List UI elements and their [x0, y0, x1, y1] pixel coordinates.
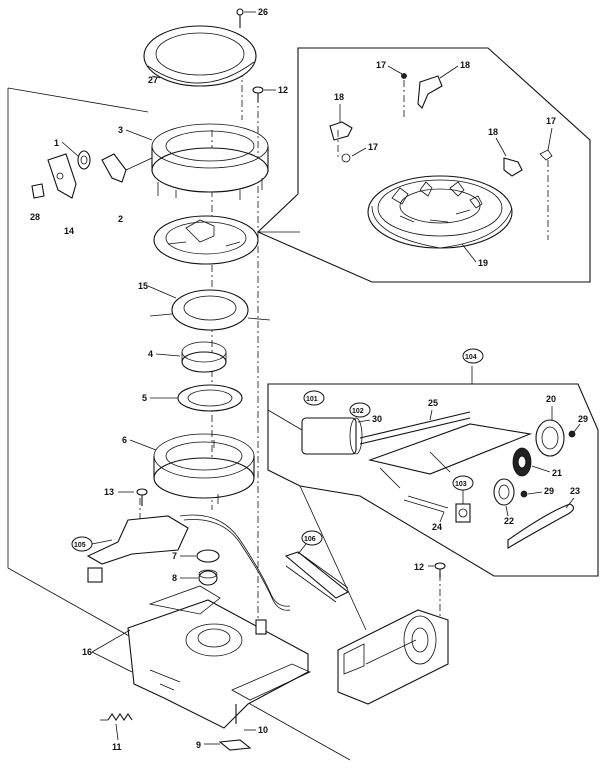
label-103: 103 [455, 481, 467, 488]
label-29b: 29 [544, 486, 554, 496]
part-13-screw [136, 488, 148, 506]
label-25: 25 [428, 398, 438, 408]
label-101: 101 [306, 396, 318, 403]
label-1: 1 [54, 138, 59, 148]
part-27-ring [143, 25, 257, 87]
label-18c: 18 [488, 127, 498, 137]
part-3-upper-drum [151, 123, 269, 200]
label-105: 105 [74, 542, 86, 549]
bubble-104 [462, 348, 484, 364]
part-4-bearing [181, 341, 227, 373]
label-6: 6 [122, 435, 127, 445]
label-7: 7 [172, 551, 177, 561]
inset-drive-detail [267, 383, 599, 577]
left-small-parts [31, 150, 153, 199]
label-28: 28 [30, 212, 40, 222]
label-18b: 18 [334, 92, 344, 102]
label-17a: 17 [376, 60, 386, 70]
label-106: 106 [304, 536, 316, 543]
label-17c: 17 [546, 116, 556, 126]
label-20: 20 [546, 394, 556, 404]
label-5: 5 [142, 393, 147, 403]
label-26: 26 [258, 7, 268, 17]
label-18a: 18 [460, 60, 470, 70]
label-24: 24 [432, 522, 442, 532]
part-105-plate [86, 514, 291, 611]
label-11: 11 [112, 742, 122, 752]
label-8: 8 [172, 573, 177, 583]
label-15: 15 [138, 281, 148, 291]
label-102: 102 [352, 408, 364, 415]
label-9: 9 [196, 740, 201, 750]
head-disc [153, 215, 259, 265]
bubble-101 [303, 390, 325, 406]
label-30: 30 [372, 414, 382, 424]
label-23: 23 [570, 486, 580, 496]
bubble-102 [349, 402, 371, 418]
label-13: 13 [104, 487, 114, 497]
part-8-bushing [198, 569, 218, 586]
part-12-screw-lower [434, 562, 446, 578]
main-chassis [127, 585, 311, 729]
label-2: 2 [118, 214, 123, 224]
label-27: 27 [148, 75, 158, 85]
part-11-spring [100, 713, 133, 721]
inset-upper-detail [257, 47, 591, 283]
part-7-washer [196, 549, 220, 563]
label-29a: 29 [578, 414, 588, 424]
part-6-lower-drum [153, 433, 255, 504]
label-17b: 17 [368, 142, 378, 152]
part-106-connector [284, 551, 350, 603]
lower-right-assembly [337, 609, 449, 705]
part-labels: 26 27 12 3 1 2 14 28 15 4 5 6 13 7 8 16 … [30, 7, 588, 752]
label-12b: 12 [414, 562, 424, 572]
label-104: 104 [465, 354, 477, 361]
label-10: 10 [258, 725, 268, 735]
label-3: 3 [118, 125, 123, 135]
part-26-screw [236, 8, 244, 28]
part-5-washer [177, 384, 243, 412]
label-4: 4 [148, 349, 153, 359]
part-12-screw-upper [252, 86, 264, 102]
label-12a: 12 [278, 85, 288, 95]
label-19: 19 [478, 258, 488, 268]
label-22: 22 [504, 516, 514, 526]
label-14: 14 [64, 226, 74, 236]
part-9-clip [218, 739, 252, 751]
part-15-ring [149, 289, 271, 331]
bubble-106 [301, 530, 323, 546]
label-21: 21 [552, 468, 562, 478]
label-16: 16 [82, 647, 92, 657]
